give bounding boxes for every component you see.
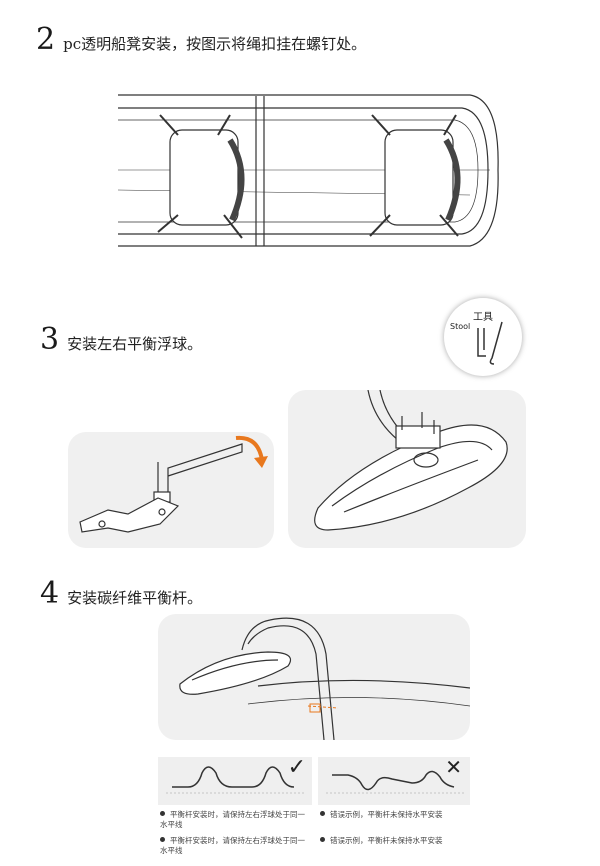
bracket-panel <box>68 432 274 548</box>
correct-note-1: 平衡杆安装时，请保持左右浮球处于同一水平线 <box>160 810 305 829</box>
carbon-rod-illustration <box>179 617 470 740</box>
tool-badge: 工具 Stool <box>444 298 522 376</box>
wrong-note-1: 错误示例，平衡杆未保持水平安装 <box>320 810 470 820</box>
check-icon: ✓ <box>287 755 306 780</box>
step-instruction: 安装左右平衡浮球。 <box>67 335 203 353</box>
bullet-icon <box>320 811 325 816</box>
cross-icon: ✕ <box>445 755 462 779</box>
carbon-rod-panel <box>158 614 470 740</box>
correct-example-box: ✓ <box>158 755 312 805</box>
wrong-note-2: 错误示例，平衡杆未保持水平安装 <box>320 836 470 846</box>
step-number: 4 <box>40 576 60 611</box>
tilted-rod-diagram <box>326 770 464 794</box>
step-4-heading: 4 安装碳纤维平衡杆。 <box>40 576 202 611</box>
step-3-heading: 3 安装左右平衡浮球。 <box>40 322 202 357</box>
float-illustration <box>314 390 508 531</box>
step-instruction: pc透明船凳安装，按图示将绳扣挂在螺钉处。 <box>63 35 367 53</box>
bullet-icon <box>160 811 165 816</box>
step-2-heading: 2 pc透明船凳安装，按图示将绳扣挂在螺钉处。 <box>36 22 366 57</box>
bullet-icon <box>160 837 165 842</box>
bullet-icon <box>320 837 325 842</box>
step-number: 3 <box>40 322 60 357</box>
tool-label-cn: 工具 <box>473 312 493 323</box>
wrong-example-box: ✕ <box>318 755 470 805</box>
step-number: 2 <box>36 22 56 57</box>
float-panel <box>288 390 526 548</box>
wrench-icon <box>477 321 503 365</box>
step-instruction: 安装碳纤维平衡杆。 <box>67 589 203 607</box>
float-bracket-illustration <box>79 435 268 533</box>
level-rod-diagram <box>166 766 304 794</box>
correct-note-2: 平衡杆安装时，请保持左右浮球处于同一水平线 <box>160 836 305 855</box>
tool-label-en: Stool <box>450 322 471 331</box>
